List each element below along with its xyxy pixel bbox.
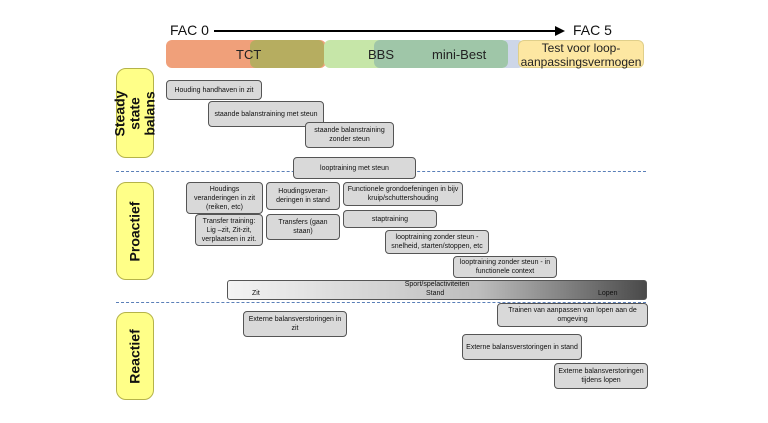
box-externe-zit: Externe balansverstoringen in zit xyxy=(243,311,347,337)
box-staande-met-steun: staande balanstraining met steun xyxy=(208,101,324,127)
fac-start-label: FAC 0 xyxy=(170,22,209,38)
box-externe-stand: Externe balansverstoringen in stand xyxy=(462,334,582,360)
sport-title: Sport/spelactiviteiten xyxy=(404,281,470,288)
box-externe-lopen: Externe balansverstoringen tijdens lopen xyxy=(554,363,648,389)
box-transfers-staan: Transfers (gaan staan) xyxy=(266,214,340,240)
test-bar xyxy=(518,40,644,68)
sport-stand-label: Stand xyxy=(426,290,445,297)
box-looptraining-zonder-steun: looptraining zonder steun - snelheid, st… xyxy=(385,230,489,254)
sport-bar xyxy=(227,280,647,300)
test-label-line2: aanpassingsvermogen xyxy=(520,55,642,69)
box-houdingsveranderingen-stand: Houdingsveran-deringen in stand xyxy=(266,182,340,210)
box-trainen-aanpassen: Trainen van aanpassen van lopen aan de o… xyxy=(497,303,648,327)
divider-proactief-reactief xyxy=(116,302,646,303)
section-steady-state-label: Steady state balans xyxy=(111,90,158,136)
box-staptraining: staptraining xyxy=(343,210,437,228)
section-steady-state: Steady state balans xyxy=(112,68,158,158)
box-houding-zit: Houding handhaven in zit xyxy=(166,80,262,100)
box-transfer-training: Transfer training: Lig –zit, Zit-zit, ve… xyxy=(195,214,263,246)
box-looptraining-met-steun: looptraining met steun xyxy=(293,157,416,179)
tct-label: TCT xyxy=(236,47,262,62)
test-label: Test voor loop- aanpassingsvermogen xyxy=(518,41,644,69)
fac-arrow-head xyxy=(555,26,565,36)
fac-end-label: FAC 5 xyxy=(573,22,612,38)
box-staande-zonder-steun: staande balanstraining zonder steun xyxy=(305,122,394,148)
test-label-line1: Test voor loop- xyxy=(541,41,621,55)
box-looptraining-functioneel: looptraining zonder steun - in functione… xyxy=(453,256,557,278)
sport-lopen-label: Lopen xyxy=(598,290,618,297)
sport-zit-label: Zit xyxy=(252,290,260,297)
bbs-label: BBS xyxy=(368,47,395,62)
section-proactief: Proactief xyxy=(116,182,154,280)
section-proactief-label: Proactief xyxy=(126,201,143,261)
box-houdingsveranderingen-zit: Houdings veranderingen in zit (reiken, e… xyxy=(186,182,263,214)
fac-arrow-line xyxy=(214,30,556,32)
section-reactief-label: Reactief xyxy=(126,328,143,384)
minibest-label: mini-Best xyxy=(432,47,487,62)
box-functionele-grond: Functionele grondoefeningen in bijv krui… xyxy=(343,182,463,206)
section-reactief: Reactief xyxy=(116,312,154,400)
minibest-bar xyxy=(374,40,508,68)
tct-overlay-bar xyxy=(250,40,324,68)
